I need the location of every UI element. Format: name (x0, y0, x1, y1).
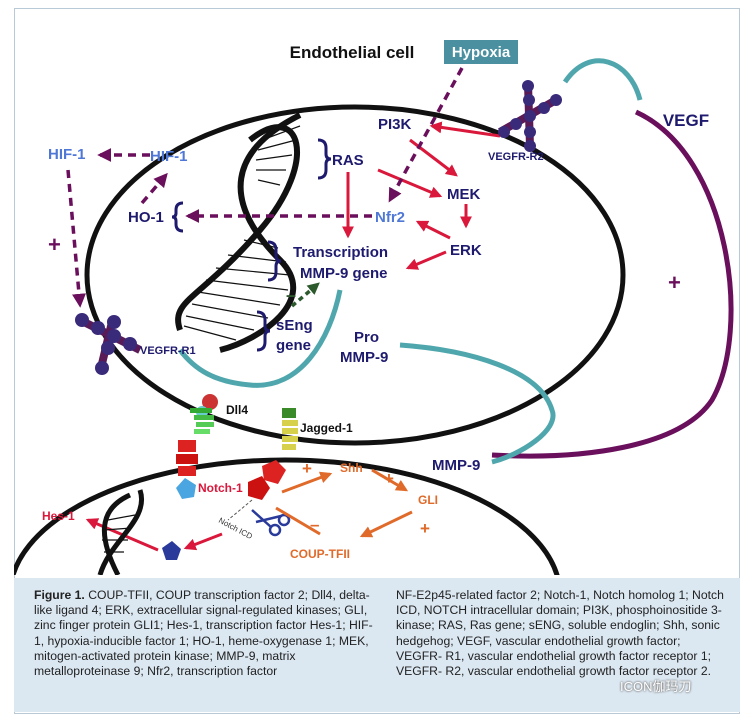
ho1-label: HO-1 (128, 209, 164, 226)
caption-text-1: COUP-TFII, COUP transcription factor 2; … (34, 588, 373, 679)
mek-label: MEK (447, 186, 481, 203)
hif1-left-label: HIF-1 (48, 146, 86, 163)
caption-column-2: NF-E2p45-related factor 2; Notch-1, Notc… (396, 588, 726, 712)
ras-label: RAS (332, 152, 364, 169)
neighbor-cell-membrane (14, 457, 560, 575)
purple-dashed-arrows (66, 67, 464, 308)
erk-label: ERK (450, 242, 482, 259)
gli-label: GLI (418, 493, 438, 507)
pro-label: Pro (354, 329, 379, 346)
hif1-plus-sign: + (48, 232, 61, 257)
minus-sign: – (286, 285, 296, 305)
jagged1-ligand (282, 408, 298, 450)
seng-teal-path (178, 289, 343, 388)
endothelial-cell-membrane (84, 104, 626, 446)
pro-mmp9-teal-path (399, 342, 556, 465)
figure-label: Figure 1. (34, 588, 85, 602)
dll4-label: Dll4 (226, 403, 248, 417)
pi3k-label: PI3K (378, 116, 412, 133)
notch-icd-label: Notch ICD (217, 516, 254, 541)
brace-transcription (267, 240, 282, 282)
transcription-label: Transcription (293, 244, 388, 261)
figure-caption: Figure 1. COUP-TFII, COUP transcription … (14, 578, 740, 712)
green-inhibit-arrow (290, 282, 320, 308)
figure-frame (14, 8, 740, 714)
vegf-teal-path (562, 58, 643, 101)
lower-dna-helix (97, 489, 145, 575)
orange-arrows (275, 468, 413, 538)
gene-label: gene (276, 337, 311, 354)
notch-icd-pentagon (162, 541, 181, 560)
hypoxia-label: Hypoxia (452, 44, 511, 61)
coup-minus: – (310, 515, 319, 534)
hypoxia-box (444, 40, 518, 64)
mmp9-gene-label: MMP-9 gene (300, 265, 388, 282)
icd-arrow (183, 532, 223, 551)
vegf-label: VEGF (663, 111, 709, 130)
caption-column-1: Figure 1. COUP-TFII, COUP transcription … (34, 588, 374, 712)
notch1-receptor (227, 460, 286, 521)
hes1-label: Hes-1 (42, 509, 75, 523)
seng-label: sEng (276, 317, 313, 334)
shh-plus-right: + (384, 469, 394, 488)
coup-tfii-label: COUP-TFII (290, 547, 350, 561)
brace-ho1 (171, 201, 184, 233)
brace-seng (256, 310, 271, 352)
brace-ras (317, 138, 332, 180)
nfr2-label: Nfr2 (375, 209, 405, 226)
caption-text-2: NF-E2p45-related factor 2; Notch-1, Notc… (396, 588, 724, 679)
dll4-ligand (190, 394, 218, 434)
pathway-diagram: Hypoxia Endothelial cell VEGF + + PI3K V… (14, 40, 734, 575)
shh-label: Shh (340, 461, 363, 475)
vegfr1-label: VEGFR-R1 (140, 345, 196, 357)
notch1-label: Notch-1 (198, 481, 243, 495)
pro-mmp9-label: MMP-9 (340, 349, 388, 366)
cell-title: Endothelial cell (290, 43, 415, 62)
vegf-loop-path (491, 109, 734, 459)
mmp9-label: MMP-9 (432, 457, 480, 474)
hif1-mid-label: HIF-1 (150, 148, 188, 165)
vegfr2-label: VEGFR-R2 (488, 151, 544, 163)
dna-helix (175, 112, 302, 353)
jagged1-label: Jagged-1 (300, 421, 353, 435)
vegf-plus-sign: + (668, 270, 681, 295)
vegfr1-receptor (75, 313, 142, 375)
watermark: ICON伽玛刀 (620, 679, 692, 694)
gli-plus: + (420, 519, 430, 538)
shh-plus-left: + (302, 459, 312, 478)
notch-receptor-left (176, 440, 198, 499)
scissors-icon (251, 509, 291, 537)
vegfr2-receptor (498, 80, 562, 152)
